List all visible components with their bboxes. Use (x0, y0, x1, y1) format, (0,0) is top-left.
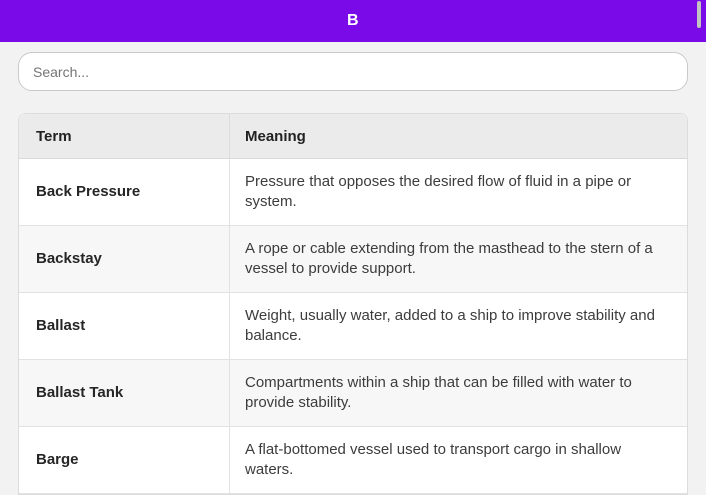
app-header: B (0, 0, 706, 42)
column-header-term: Term (19, 114, 230, 159)
term-cell: Barge (19, 427, 230, 494)
term-cell: Ballast Tank (19, 360, 230, 427)
term-cell: Back Pressure (19, 159, 230, 226)
column-header-meaning: Meaning (230, 114, 687, 159)
meaning-cell: Pressure that opposes the desired flow o… (230, 159, 687, 226)
term-cell: Backstay (19, 226, 230, 293)
meaning-cell: A flat-bottomed vessel used to transport… (230, 427, 687, 494)
search-input[interactable] (18, 52, 688, 91)
table-header: Term Meaning (19, 114, 687, 159)
scrollbar-thumb[interactable] (697, 1, 701, 28)
term-cell: Ballast (19, 293, 230, 360)
page-title: B (346, 12, 360, 29)
meaning-cell: Compartments within a ship that can be f… (230, 360, 687, 427)
meaning-cell: Weight, usually water, added to a ship t… (230, 293, 687, 360)
header-row: Term Meaning (19, 114, 687, 159)
meaning-cell: A rope or cable extending from the masth… (230, 226, 687, 293)
search-bar (0, 42, 706, 91)
